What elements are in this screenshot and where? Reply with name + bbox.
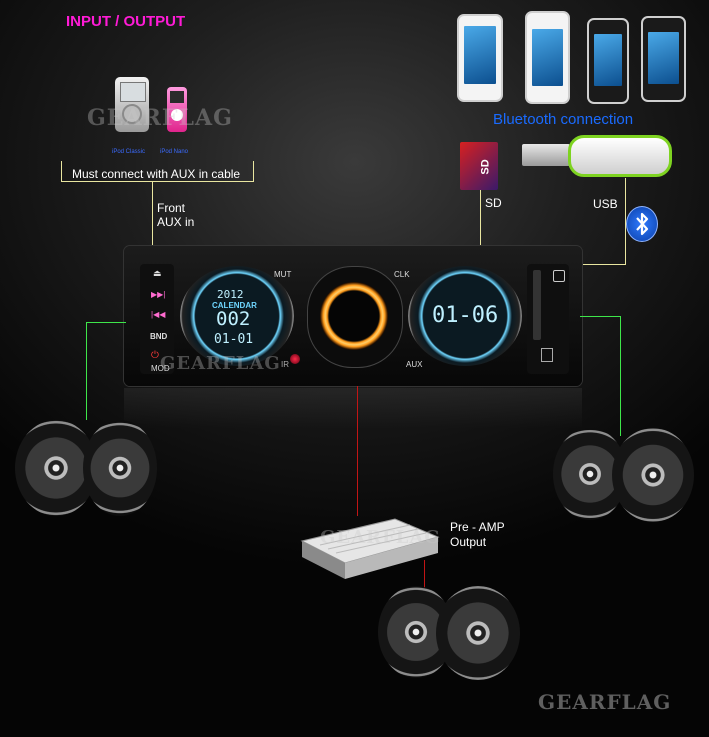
bluetooth-connection-label: Bluetooth connection bbox=[493, 111, 634, 128]
sd-card-text: SD bbox=[479, 159, 492, 175]
amplifier-image bbox=[300, 513, 440, 581]
speaker-front-left-2 bbox=[83, 420, 157, 516]
phone-iphone-white-image bbox=[525, 11, 570, 104]
bluetooth-icon bbox=[626, 206, 658, 242]
phone-iphone-3g-image bbox=[587, 18, 629, 104]
eject-icon[interactable]: ⏏ bbox=[153, 268, 162, 278]
right-display: 01-06 bbox=[408, 266, 522, 366]
watermark-amp: GEARFLAG bbox=[320, 527, 441, 548]
ipod-nano-label: iPod Nano bbox=[160, 149, 189, 155]
wire-left-v bbox=[86, 322, 87, 420]
usb-wire-vertical bbox=[625, 178, 626, 264]
aux-cable-note: Must connect with AUX in cable bbox=[72, 167, 241, 181]
usb-label: USB bbox=[593, 197, 618, 211]
band-button[interactable]: BND bbox=[150, 332, 168, 341]
volume-knob[interactable] bbox=[320, 282, 388, 350]
watermark-top: GEARFLAG bbox=[87, 105, 233, 131]
aux-button[interactable]: AUX bbox=[406, 360, 423, 369]
sd-label: SD bbox=[485, 196, 502, 210]
right-display-digits: 01-06 bbox=[432, 303, 499, 328]
ipod-classic-image bbox=[115, 77, 149, 132]
aux-bracket-bottom bbox=[61, 181, 254, 182]
page-title: INPUT / OUTPUT bbox=[66, 13, 186, 30]
mode-button[interactable]: MOD bbox=[151, 364, 170, 373]
usb-port bbox=[541, 348, 553, 362]
amp-label-2: Output bbox=[450, 535, 487, 549]
aux-wire bbox=[152, 181, 153, 245]
usb-stick-image bbox=[568, 135, 672, 177]
display-year: 2012 bbox=[217, 288, 244, 301]
wire-right-v bbox=[620, 316, 621, 436]
car-radio-unit: ⏏ ▶▶| |◀◀ BND ⏻ MOD 2012 CALENDAR 002 01… bbox=[124, 246, 582, 386]
front-aux-label-1: Front bbox=[157, 201, 186, 215]
phone-galaxy-image bbox=[457, 14, 503, 102]
usb-connector-image bbox=[522, 144, 570, 166]
radio-left-buttons: ⏏ ▶▶| |◀◀ BND ⏻ MOD bbox=[140, 264, 174, 374]
speaker-front-right-2 bbox=[612, 428, 694, 522]
mute-button[interactable]: MUT bbox=[274, 270, 292, 279]
amp-label-1: Pre - AMP bbox=[450, 520, 505, 534]
wire-amp-speakers bbox=[424, 560, 425, 590]
front-aux-label-2: AUX in bbox=[157, 215, 195, 229]
watermark-radio: GEARFLAG bbox=[160, 353, 281, 374]
radio-right-panel bbox=[527, 264, 569, 374]
release-icon[interactable] bbox=[553, 270, 565, 282]
display-digits: 002 bbox=[216, 308, 251, 330]
ipod-nano-image bbox=[167, 87, 187, 132]
display-date: 01-01 bbox=[214, 332, 254, 347]
usb-wire-horizontal bbox=[582, 264, 626, 265]
next-track-icon[interactable]: ▶▶| bbox=[151, 290, 166, 299]
ipod-classic-label: iPod Classic bbox=[112, 149, 146, 155]
wire-right-h bbox=[580, 316, 621, 317]
prev-track-icon[interactable]: |◀◀ bbox=[151, 310, 166, 319]
sd-slot bbox=[533, 270, 541, 340]
wire-left-h bbox=[86, 322, 126, 323]
clock-button[interactable]: CLK bbox=[394, 270, 410, 279]
speaker-rear-2 bbox=[436, 586, 520, 680]
wire-amp bbox=[357, 386, 358, 516]
ir-sensor bbox=[290, 354, 300, 364]
sd-wire bbox=[480, 190, 481, 245]
left-display: 2012 CALENDAR 002 01-01 bbox=[180, 266, 294, 366]
radio-reflection bbox=[124, 388, 582, 428]
sd-card-image: SD bbox=[460, 142, 498, 190]
aux-bracket-right bbox=[253, 161, 254, 181]
phone-iphone-4-image bbox=[641, 16, 686, 102]
watermark-bottom: GEARFLAG bbox=[538, 690, 672, 714]
ir-label: IR bbox=[281, 360, 289, 369]
power-icon[interactable]: ⏻ bbox=[151, 350, 159, 361]
aux-bracket-left bbox=[61, 161, 62, 181]
display-mode: CALENDAR bbox=[212, 301, 257, 310]
